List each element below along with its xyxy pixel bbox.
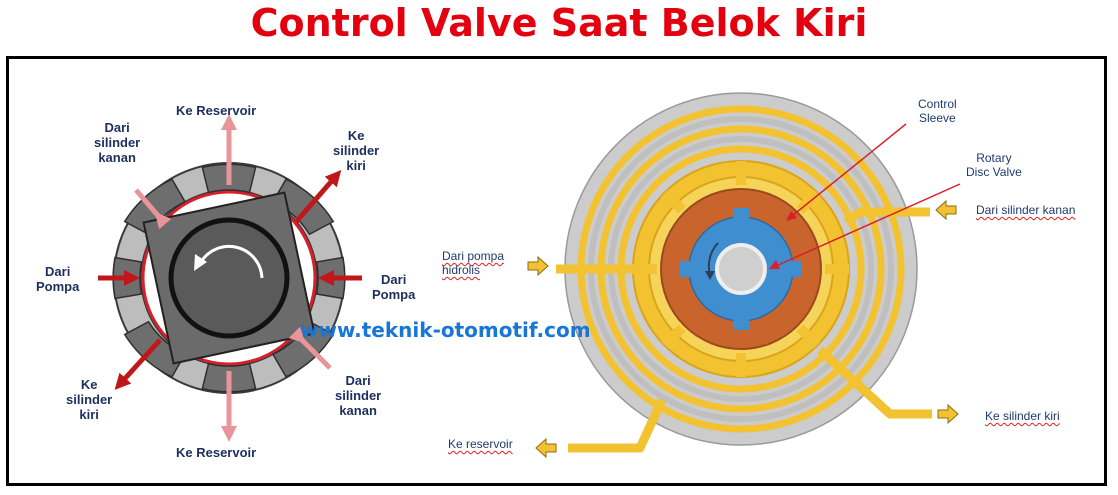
rotary-disc-pointer — [775, 183, 961, 267]
rotation-arrowhead-icon — [194, 254, 207, 271]
page-title: Control Valve Saat Belok Kiri — [250, 1, 868, 45]
arrow-from-right-cylinder-bottom — [288, 326, 332, 370]
external-pipes — [556, 207, 932, 453]
label-ke-reservoir-bottom: Ke Reservoir — [176, 445, 257, 460]
website-watermark: www.teknik-otomotif.com — [300, 318, 591, 342]
center-shaft — [715, 243, 767, 295]
arrow-out-reservoir-icon — [535, 437, 557, 459]
pipe-to-left-cylinder — [816, 346, 932, 419]
red-pressure-ring — [141, 190, 317, 366]
right-valve-diagram — [527, 92, 961, 459]
arrow-to-left-cylinder-top — [294, 169, 342, 224]
arrow-from-right-cylinder-top — [134, 188, 172, 230]
label-ke-reservoir-top: Ke Reservoir — [176, 103, 257, 118]
label-ke-silinder-kiri-right: Ke silinder kiri — [985, 409, 1060, 423]
control-sleeve-pointer — [791, 123, 907, 217]
arrow-in-pump-icon — [527, 255, 549, 277]
diagram-frame — [6, 56, 1107, 486]
label-dari-silinder-kanan-right: Dari silinder kanan — [976, 203, 1076, 217]
label-ke-reservoir-right: Ke reservoir — [448, 437, 513, 451]
arrow-in-right-cylinder-icon — [935, 199, 957, 221]
arrow-out-left-cylinder-icon — [937, 403, 959, 425]
rotor-disc — [168, 217, 290, 339]
rotation-arrow-icon — [199, 244, 264, 279]
pipe-to-reservoir — [568, 398, 667, 453]
left-valve-diagram — [98, 113, 362, 443]
arrow-to-left-cylinder-bottom — [114, 338, 162, 390]
pipe-from-right-cylinder — [843, 207, 930, 226]
